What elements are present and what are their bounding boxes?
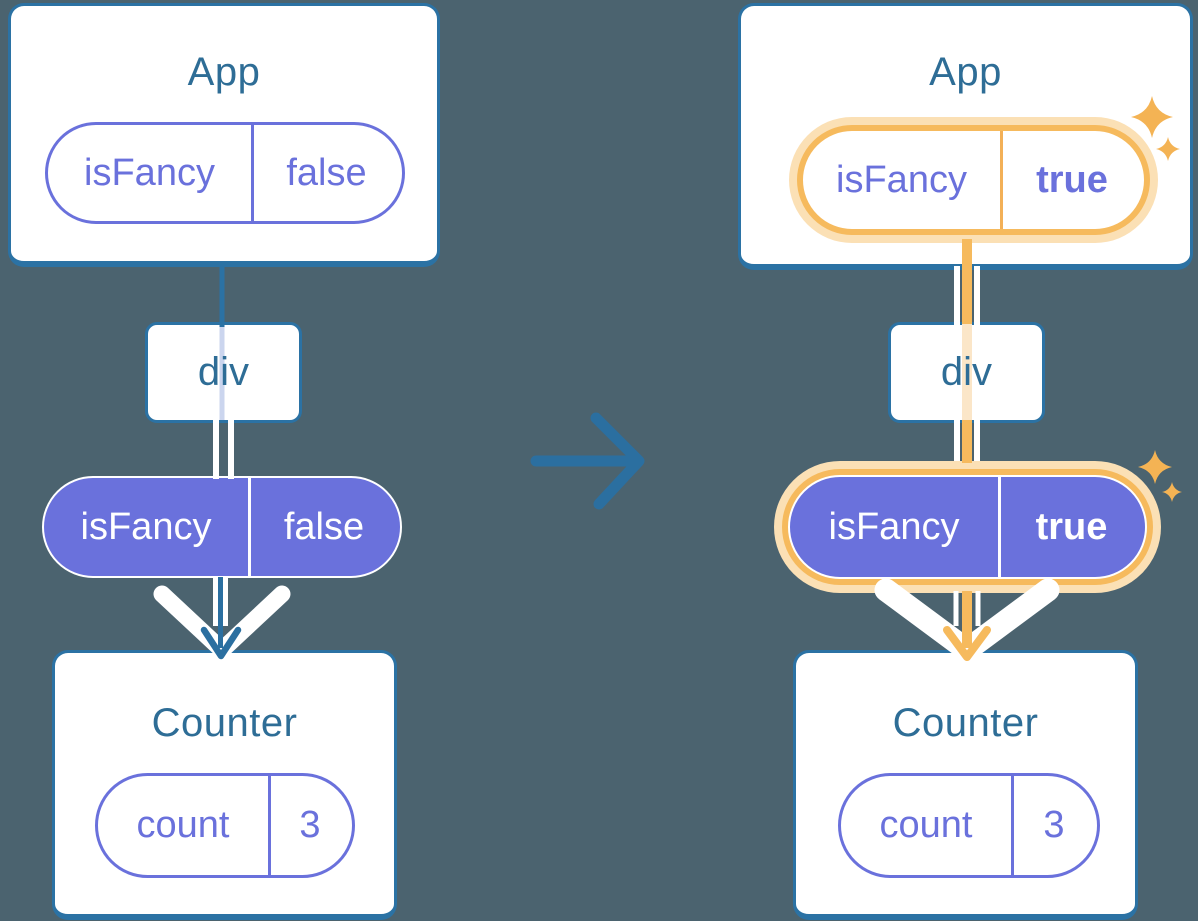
pill-key: isFancy <box>836 158 967 201</box>
pill-key: isFancy <box>80 505 212 548</box>
pill-key: count <box>136 804 230 846</box>
pill-divider <box>248 478 251 576</box>
counter-state-pill-after: count 3 <box>838 773 1100 878</box>
div-label: div <box>940 350 993 394</box>
prop-pill-before: isFancy false <box>42 476 402 578</box>
app-card-before: App isFancy false <box>8 3 440 267</box>
div-node-before: div <box>145 322 302 423</box>
counter-title: Counter <box>892 701 1039 745</box>
pill-divider <box>1011 776 1014 875</box>
pill-value: 3 <box>299 804 321 846</box>
pill-key: isFancy <box>84 151 215 194</box>
app-state-pill-before: isFancy false <box>45 122 405 224</box>
counter-state-pill-before: count 3 <box>95 773 355 878</box>
pill-divider <box>268 776 271 875</box>
div-node-after: div <box>888 322 1045 423</box>
counter-card-before: Counter count 3 <box>52 650 397 920</box>
pill-key: count <box>879 804 973 846</box>
pill-value: false <box>286 151 367 194</box>
app-state-pill-after: isFancy true <box>797 125 1150 235</box>
pill-value: 3 <box>1043 804 1065 846</box>
counter-title: Counter <box>151 701 298 745</box>
pill-divider <box>251 125 254 221</box>
app-card-after: App isFancy true <box>738 3 1193 270</box>
app-title: App <box>187 50 261 94</box>
pill-divider <box>1000 131 1003 229</box>
pill-key: isFancy <box>828 505 960 548</box>
prop-pill-after: isFancy true <box>788 475 1147 579</box>
pill-value: false <box>283 505 365 548</box>
div-label: div <box>197 350 250 394</box>
app-title: App <box>929 50 1002 94</box>
right-arrow-icon <box>530 412 645 510</box>
pill-divider <box>998 477 1001 577</box>
pill-value: true <box>1036 158 1108 201</box>
white-chevron-icon <box>874 578 1060 662</box>
sparkle-icon <box>1162 482 1182 502</box>
counter-card-after: Counter count 3 <box>793 650 1138 920</box>
pill-value: true <box>1035 505 1108 548</box>
white-chevron-icon <box>153 585 291 659</box>
